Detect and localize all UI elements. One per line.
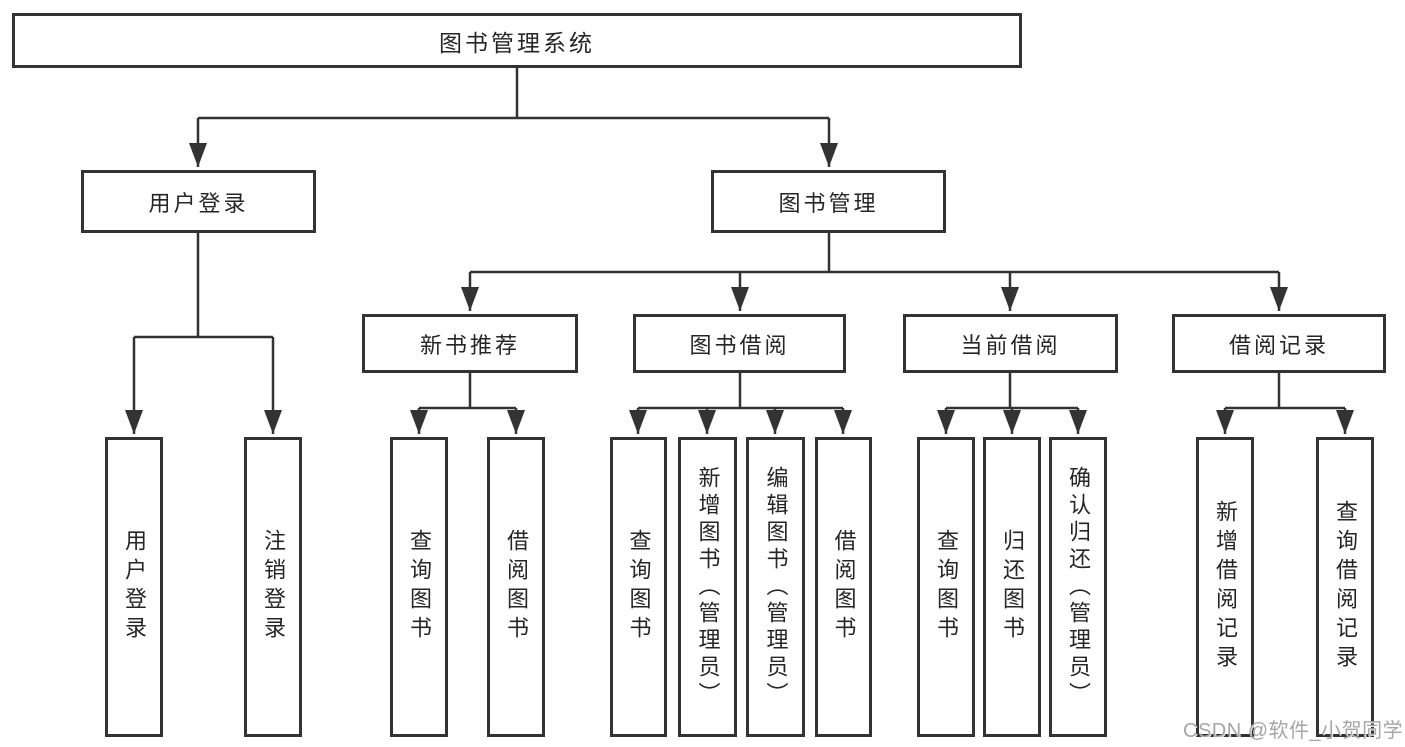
leaf-edit-book-admin-label: 编辑图书（管理员） — [763, 465, 789, 709]
node-borrow-records: 借阅记录 — [1172, 314, 1386, 373]
leaf-user-login-label: 用户登录 — [122, 529, 147, 645]
leaf-add-book-admin-label: 新增图书（管理员） — [695, 465, 721, 709]
leaf-query-books-3-label: 查询图书 — [934, 529, 959, 645]
leaf-confirm-return-admin: 确认归还（管理员） — [1049, 437, 1107, 737]
leaf-return-books-label: 归还图书 — [1000, 529, 1025, 645]
leaf-borrow-books-2-label: 借阅图书 — [831, 529, 857, 645]
leaf-edit-book-admin: 编辑图书（管理员） — [746, 437, 805, 737]
edges-user-login — [125, 233, 282, 434]
leaf-borrow-books-2: 借阅图书 — [815, 437, 872, 737]
node-user-login-group: 用户登录 — [81, 170, 316, 233]
leaf-query-borrow-record: 查询借阅记录 — [1316, 437, 1374, 737]
edges-book-management — [461, 233, 1288, 311]
node-root-system: 图书管理系统 — [12, 13, 1022, 68]
node-book-management-group: 图书管理 — [711, 170, 946, 233]
leaf-query-borrow-record-label: 查询借阅记录 — [1333, 500, 1358, 674]
leaf-logout: 注销登录 — [244, 437, 302, 737]
leaf-return-books: 归还图书 — [983, 437, 1041, 737]
leaf-confirm-return-admin-label: 确认归还（管理员） — [1066, 465, 1091, 709]
node-book-borrow: 图书借阅 — [633, 314, 846, 373]
leaf-add-borrow-record: 新增借阅记录 — [1196, 437, 1254, 737]
edges-root — [189, 68, 838, 167]
leaf-borrow-books-1: 借阅图书 — [487, 437, 545, 737]
leaf-user-login: 用户登录 — [105, 437, 163, 737]
csdn-watermark: CSDN @软件_小贺同学 — [1183, 720, 1404, 742]
leaf-add-borrow-record-label: 新增借阅记录 — [1213, 500, 1238, 674]
leaf-query-books-1-label: 查询图书 — [407, 529, 432, 645]
edges-current-borrow — [937, 373, 1087, 434]
node-current-borrow: 当前借阅 — [903, 314, 1118, 373]
edges-new-book-recommend — [410, 373, 525, 434]
leaf-query-books-2-label: 查询图书 — [626, 529, 652, 645]
leaf-borrow-books-1-label: 借阅图书 — [504, 529, 529, 645]
leaf-query-books-2: 查询图书 — [610, 437, 667, 737]
edges-book-borrow — [629, 373, 852, 434]
leaf-add-book-admin: 新增图书（管理员） — [678, 437, 737, 737]
node-new-book-recommend: 新书推荐 — [362, 314, 578, 373]
leaf-query-books-1: 查询图书 — [390, 437, 448, 737]
leaf-logout-label: 注销登录 — [261, 529, 286, 645]
edges-borrow-records — [1216, 373, 1354, 434]
leaf-query-books-3: 查询图书 — [917, 437, 975, 737]
